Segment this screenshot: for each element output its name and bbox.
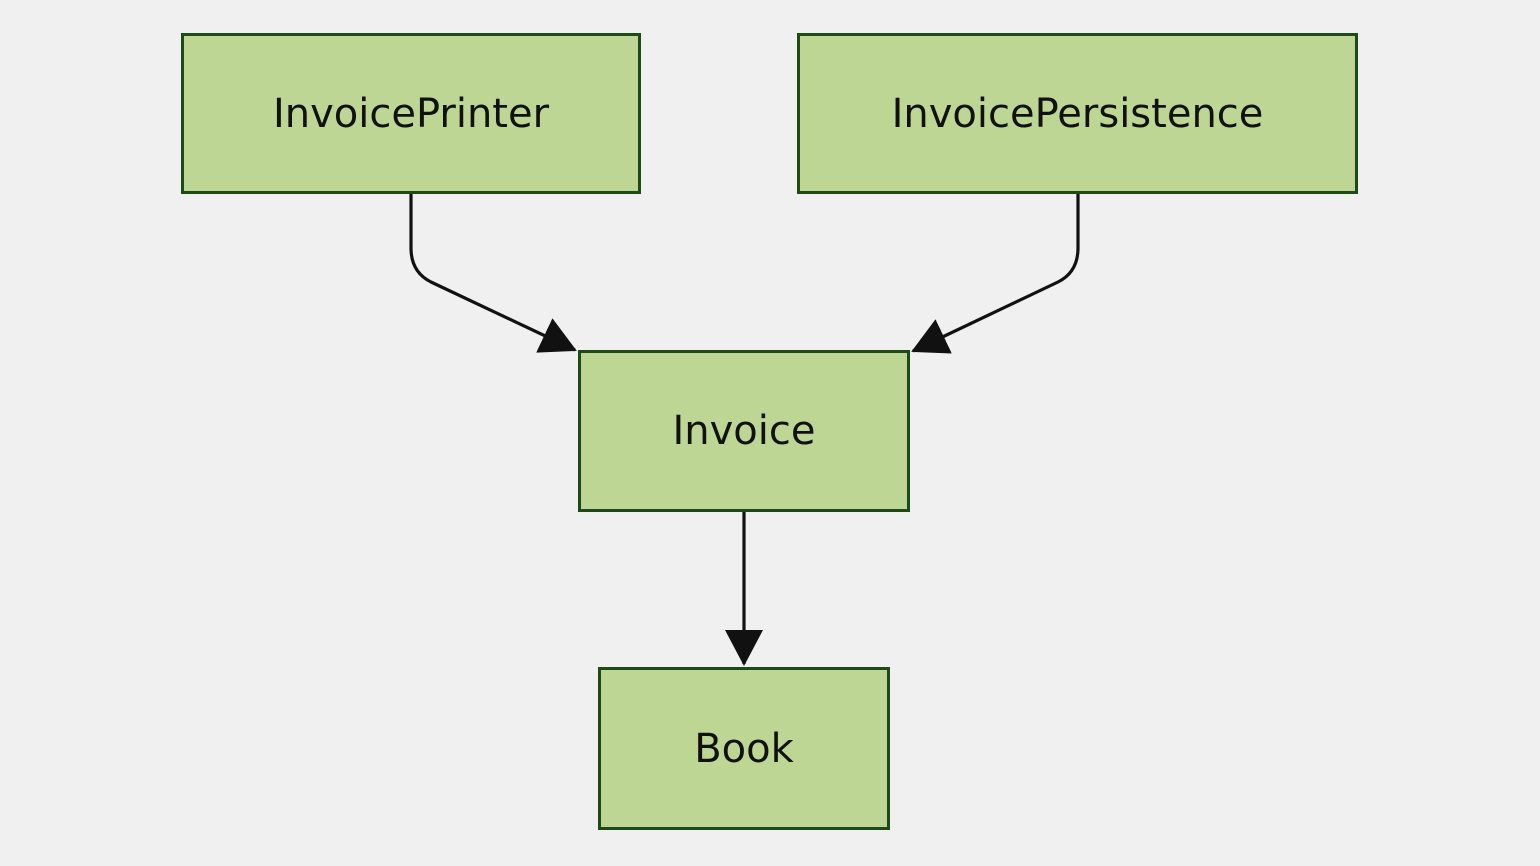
node-invoice-printer: InvoicePrinter (181, 33, 641, 194)
node-book: Book (598, 667, 890, 830)
node-book-label: Book (694, 725, 794, 772)
node-invoice: Invoice (578, 350, 910, 512)
node-invoice-printer-label: InvoicePrinter (272, 90, 550, 137)
node-invoice-persistence-label: InvoicePersistence (891, 90, 1264, 137)
edge-invoicepersistence-to-invoice (911, 193, 1080, 354)
node-invoice-persistence: InvoicePersistence (797, 33, 1358, 194)
node-invoice-label: Invoice (672, 408, 816, 454)
edge-invoiceprinter-to-invoice (409, 193, 577, 353)
